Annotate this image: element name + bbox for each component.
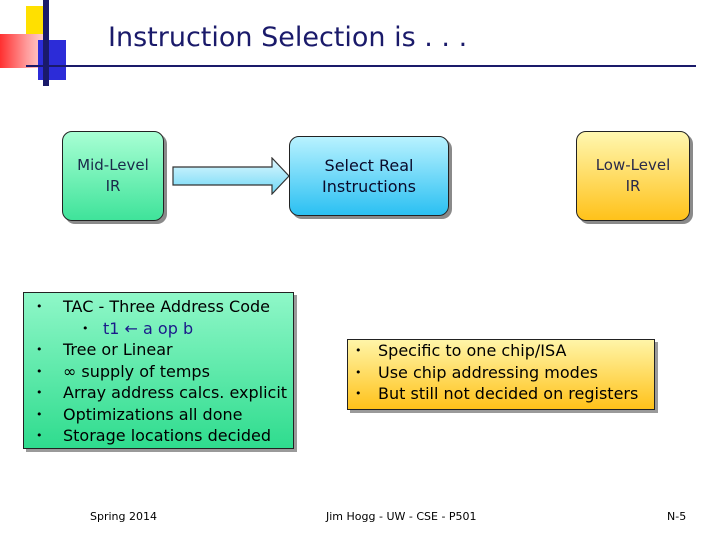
mid-level-ir-panel: •TAC - Three Address Code •t1 ← a op b •… (23, 292, 294, 449)
footer-slide-number: N-5 (667, 510, 687, 523)
list-item: •Array address calcs. explicit (36, 383, 288, 402)
mid-level-ir-line1: Mid-Level (77, 156, 149, 174)
title-underline (26, 65, 696, 67)
mid-level-ir-line2: IR (105, 177, 121, 195)
bullet-icon: • (36, 429, 43, 442)
bullet-icon: • (36, 407, 43, 421)
low-level-bullet-list: •Specific to one chip/ISA •Use chip addr… (348, 340, 654, 405)
bullet-icon: • (355, 387, 362, 400)
logo-blue-square (38, 40, 66, 80)
select-instructions-box: Select Real Instructions (289, 136, 449, 216)
bullet-icon: • (36, 386, 43, 399)
bullet-icon: • (82, 321, 89, 335)
low-level-ir-box: Low-Level IR (576, 131, 690, 221)
list-item: •Optimizations all done (36, 404, 243, 424)
list-item: •Specific to one chip/ISA (355, 341, 567, 360)
bullet-icon: • (355, 344, 362, 357)
bullet-icon: • (355, 365, 362, 379)
low-level-ir-line1: Low-Level (595, 156, 671, 174)
list-item: •Use chip addressing modes (355, 362, 598, 382)
slide-title: Instruction Selection is . . . (108, 22, 468, 53)
corner-logo (0, 0, 100, 95)
list-item: •Storage locations decided (36, 426, 271, 445)
list-item-sub: •t1 ← a op b (82, 318, 194, 338)
right-arrow-icon (172, 157, 290, 195)
bullet-icon: • (36, 343, 43, 356)
bullet-icon: • (36, 364, 43, 378)
footer-author: Jim Hogg - UW - CSE - P501 (326, 510, 477, 523)
mid-level-bullet-list: •TAC - Three Address Code •t1 ← a op b •… (24, 293, 293, 447)
select-instructions-line2: Instructions (322, 177, 416, 196)
logo-red-square (0, 34, 44, 68)
list-item: •TAC - Three Address Code (36, 297, 270, 316)
list-item: •∞ supply of temps (36, 361, 210, 381)
mid-level-ir-box: Mid-Level IR (62, 131, 164, 221)
low-level-ir-panel: •Specific to one chip/ISA •Use chip addr… (347, 339, 655, 410)
list-item: •But still not decided on registers (355, 384, 639, 403)
logo-vertical-line (43, 0, 49, 86)
footer-date: Spring 2014 (90, 510, 157, 523)
low-level-ir-line2: IR (625, 177, 641, 195)
list-item: •Tree or Linear (36, 340, 173, 359)
bullet-icon: • (36, 300, 43, 313)
select-instructions-line1: Select Real (324, 156, 414, 175)
